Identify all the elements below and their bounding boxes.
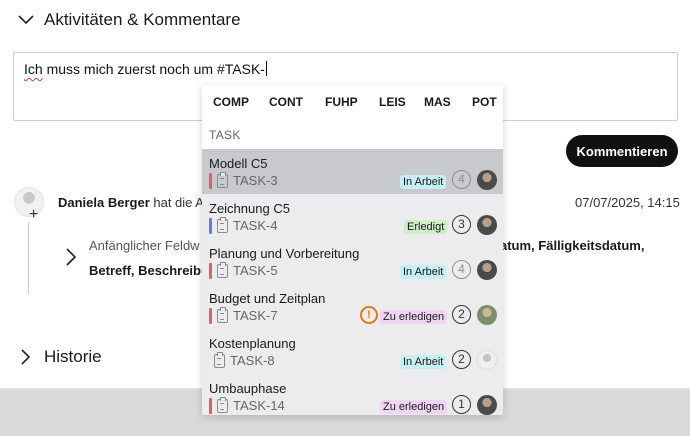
status-badge: In Arbeit [400,265,447,279]
task-title: Zeichnung C5 [209,201,290,216]
clipboard-icon [214,352,225,368]
avatar [477,260,497,280]
activities-section-toggle[interactable]: Aktivitäten & Kommentare [18,10,241,30]
activity-detail-fields-2: Betreff, Beschreibun [89,263,217,278]
status-badge: Zu erledigen [380,310,448,324]
list-item[interactable]: Zeichnung C5 TASK-4 Erledigt 3 [202,194,503,239]
list-item[interactable]: Umbauphase TASK-14 Zu erledigen 1 [202,374,503,415]
task-title: Planung und Vorbereitung [209,246,360,261]
text-caret [265,61,267,76]
comment-count: 2 [452,305,471,324]
chevron-right-icon[interactable] [66,248,77,271]
activity-detail-fields: atum, Fälligkeitsdatum, [500,238,645,253]
avatar [477,350,497,370]
list-item[interactable]: Modell C5 TASK-3 In Arbeit 4 [202,149,503,194]
group-label: TASK [209,128,241,142]
task-key: TASK-4 [233,218,278,233]
timeline-line [28,222,29,294]
task-list: Modell C5 TASK-3 In Arbeit 4 Zeichnung C… [202,149,503,415]
avatar [477,215,497,235]
activity-detail-label: Anfänglicher Feldw [89,238,200,253]
chevron-down-icon [18,12,34,28]
chevron-right-icon [18,349,34,365]
warning-icon: ! [360,306,378,324]
avatar [477,395,497,415]
clipboard-icon [217,217,228,233]
comment-count: 4 [452,170,471,189]
priority-indicator [209,173,212,189]
tab-cont[interactable]: CONT [269,95,303,109]
activity-date: 07/07/2025, 14:15 [575,195,680,210]
activities-title: Aktivitäten & Kommentare [44,10,241,29]
avatar [477,305,497,325]
status-badge: In Arbeit [400,355,447,369]
status-badge: Zu erledigen [380,400,448,414]
clipboard-icon [217,172,228,188]
priority-indicator [209,218,212,234]
avatar [477,170,497,190]
task-title: Modell C5 [209,156,268,171]
task-key: TASK-14 [233,398,285,413]
tab-pot[interactable]: POT [472,95,497,109]
clipboard-icon [217,397,228,413]
history-section-toggle[interactable]: Historie [18,347,102,367]
comment-count: 1 [452,395,471,414]
task-title: Kostenplanung [209,336,296,351]
priority-indicator [209,263,212,279]
tab-mas[interactable]: MAS [424,95,451,109]
avatar [14,187,44,217]
list-item[interactable]: Kostenplanung TASK-8 In Arbeit 2 [202,329,503,374]
clipboard-icon [217,262,228,278]
list-item[interactable]: Planung und Vorbereitung TASK-5 In Arbei… [202,239,503,284]
list-item[interactable]: Budget und Zeitplan TASK-7 ! Zu erledige… [202,284,503,329]
priority-indicator [209,308,212,324]
task-title: Umbauphase [209,381,287,396]
project-tabs: COMP CONT FUHP LEIS MAS POT [202,85,503,119]
status-badge: In Arbeit [400,175,447,189]
comment-count: 4 [452,260,471,279]
activity-text: Daniela Berger hat die Au [58,195,212,210]
comment-input-text: Ich muss mich zuerst noch um #TASK- [24,61,267,77]
comment-button[interactable]: Kommentieren [566,135,678,167]
status-badge: Erledigt [404,220,448,234]
task-key: TASK-7 [233,308,278,323]
comment-count: 2 [452,350,471,369]
clipboard-icon [217,307,228,323]
tab-leis[interactable]: LEIS [379,95,406,109]
task-mention-dropdown: COMP CONT FUHP LEIS MAS POT TASK Modell … [202,85,503,415]
comment-count: 3 [452,215,471,234]
priority-indicator [209,398,212,414]
tab-fuhp[interactable]: FUHP [325,95,358,109]
task-title: Budget und Zeitplan [209,291,326,306]
tab-comp[interactable]: COMP [213,95,249,109]
task-key: TASK-5 [233,263,278,278]
history-title: Historie [44,347,102,366]
task-key: TASK-3 [233,173,278,188]
task-key: TASK-8 [230,353,275,368]
plus-icon: + [29,206,39,223]
